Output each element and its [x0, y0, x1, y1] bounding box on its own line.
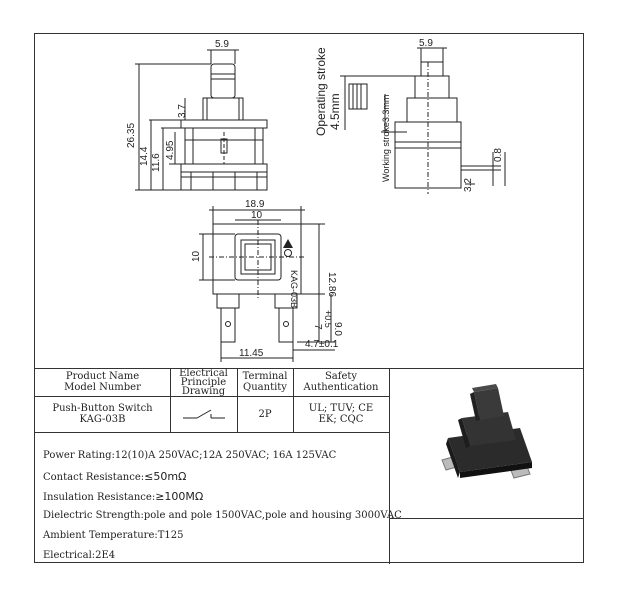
dim-terminal-thickness: 0.8 — [493, 148, 504, 162]
dim-front-height-3-7: 3.7 — [177, 104, 188, 118]
dim-terminal-height: 3.2 — [463, 178, 474, 192]
ambient-temperature: Ambient Temperature:T125 — [43, 530, 184, 541]
dim-bottom-height-right: 12.86 — [326, 272, 337, 297]
product-cell: Push-Button Switch KAG-03B — [35, 396, 170, 432]
dim-side-width: 5.9 — [419, 38, 433, 49]
spec-table: Product Name Model Number Electrical Pri… — [35, 368, 583, 564]
dim-front-height-11-6: 11.6 — [151, 153, 162, 172]
dielectric-strength: Dielectric Strength:pole and pole 1500VA… — [43, 510, 402, 521]
technical-drawing: KAG-03B 5.9 26.35 14.4 11.6 4.95 3.7 5.9… — [35, 34, 583, 369]
insulation-resistance: Insulation Resistance:≥100MΩ — [43, 490, 204, 503]
contact-resistance: Contact Resistance:≤50mΩ — [43, 470, 187, 483]
drawing-canvas: KAG-03B 5.9 26.35 14.4 11.6 4.95 3.7 5.9… — [126, 38, 506, 362]
header-terminal: Terminal Quantity — [242, 371, 288, 393]
dim-bottom-width-outer: 18.9 — [245, 199, 265, 210]
dim-terminal-spacing: 11.45 — [239, 348, 264, 359]
certification-logo-icon — [283, 239, 293, 257]
product-photo — [390, 368, 583, 518]
dim-terminal-length-2: 9.0 — [332, 322, 343, 336]
working-stroke: Working stroke3.3mm — [381, 95, 391, 182]
terminal-qty: 2P — [258, 408, 272, 420]
dim-terminal-length: 7 — [312, 324, 323, 330]
switch-image — [441, 384, 532, 479]
dim-front-height-4-95: 4.95 — [165, 140, 176, 160]
header-product: Product Name Model Number — [64, 371, 141, 393]
dim-bottom-height-left: 10 — [191, 250, 202, 262]
dim-terminal-width: 4.7±0.1 — [305, 339, 339, 350]
header-safety: Safety Authentication — [303, 371, 379, 393]
dim-front-width: 5.9 — [215, 39, 229, 50]
power-rating: Power Rating:12(10)A 250VAC;12A 250VAC; … — [43, 450, 337, 461]
principle-drawing — [170, 396, 237, 432]
dim-bottom-width-inner: 10 — [251, 210, 263, 221]
switch-symbol-icon — [182, 409, 225, 419]
dim-front-height-14-4: 14.4 — [139, 146, 150, 166]
operating-stroke-value: 4.5mm — [328, 93, 342, 130]
dim-terminal-tolerance: +0.5 — [323, 310, 333, 328]
header-electrical: Electrical Principle Drawing — [179, 367, 228, 397]
dim-front-height-total: 26.35 — [126, 123, 137, 148]
safety-cert: UL; TUV; CE EK; CQC — [308, 403, 374, 425]
model-number: KAG-03B — [79, 414, 126, 425]
electrical-life: Electrical:2E4 — [43, 550, 116, 561]
product-name: Push-Button Switch — [52, 403, 153, 414]
spec-sheet: KAG-03B 5.9 26.35 14.4 11.6 4.95 3.7 5.9… — [34, 33, 584, 564]
model-mark: KAG-03B — [289, 270, 299, 308]
operating-stroke-label: Operating stroke — [314, 47, 328, 136]
